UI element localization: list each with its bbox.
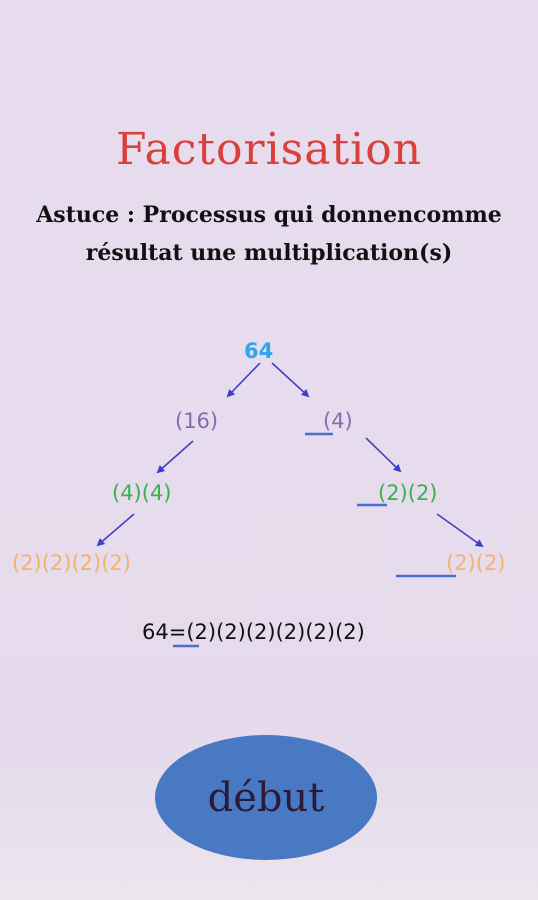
arrow-root-left	[226, 362, 261, 398]
arrow-l1-right	[365, 437, 402, 473]
tree-level3-right: (2)(2)	[446, 551, 506, 575]
result-equals: =	[168, 620, 187, 644]
arrow-l2-left	[96, 513, 135, 547]
result-factors: (2)(2)(2)(2)(2)(2)	[186, 620, 365, 644]
arrow-root-right	[271, 362, 310, 398]
tree-level2-right: (2)(2)	[378, 481, 438, 505]
result-number: 64	[142, 620, 169, 644]
tree-level3-left: (2)(2)(2)(2)	[12, 551, 131, 575]
tip-line-1: Astuce : Processus qui donnencomme	[36, 202, 502, 228]
tree-level1-left: (16)	[175, 409, 219, 433]
tip-line-2: résultat une multiplication(s)	[85, 240, 453, 266]
tree-level1-right: (4)	[323, 409, 353, 433]
factorization-result: 64=(2)(2)(2)(2)(2)(2)	[142, 618, 365, 646]
tree-level2-left: (4)(4)	[112, 481, 172, 505]
arrow-l2-right	[436, 513, 484, 548]
tree-root: 64	[244, 339, 274, 363]
start-button[interactable]: début	[155, 735, 377, 860]
arrow-l1-left	[156, 440, 194, 474]
page-title: Factorisation	[115, 124, 423, 175]
